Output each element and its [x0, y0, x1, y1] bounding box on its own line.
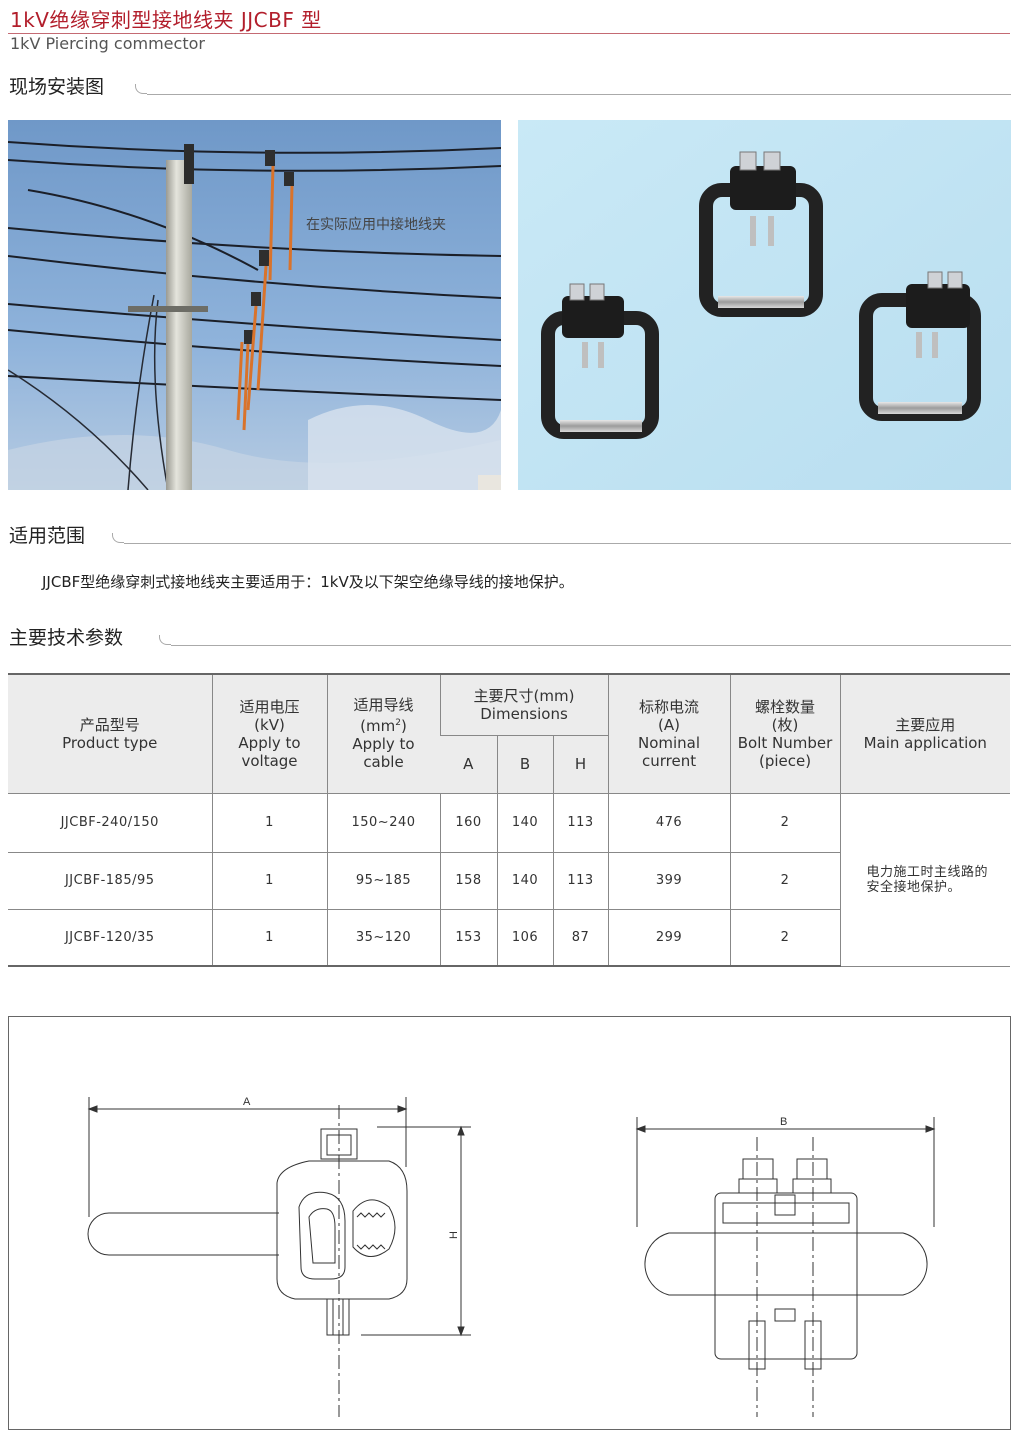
- col-header-dimensions: 主要尺寸(mm) Dimensions: [439, 673, 609, 736]
- table-row: JJCBF-240/150 1 150~240 160 140 113 476 …: [8, 793, 1011, 967]
- clamp-product-photo: [518, 120, 1011, 490]
- page-subtitle: 1kV Piercing commector: [10, 34, 205, 53]
- application-cell: 电力施工时主线路的 安全接地保护。: [839, 793, 1011, 967]
- table-row: JJCBF-120/35 1 35~120 153 106 87 299 2: [8, 909, 1010, 967]
- dimension-h-label: H: [448, 1231, 460, 1239]
- spec-table: 产品型号 Product type 适用电压 (kV) Apply to vol…: [8, 673, 1011, 967]
- section-title: 主要技术参数: [9, 627, 124, 649]
- section-heading-params: 主要技术参数: [9, 623, 1011, 649]
- heading-rule: [124, 543, 1011, 544]
- col-header-dim-b: B: [496, 735, 553, 794]
- dimension-b-label: B: [780, 1116, 787, 1128]
- installation-photo: 在实际应用中接地线夹: [8, 120, 501, 490]
- col-header-dim-a: A: [440, 735, 497, 794]
- title-divider: [8, 33, 1010, 34]
- heading-hook: [135, 84, 147, 94]
- heading-rule: [171, 645, 1011, 646]
- heading-rule: [147, 94, 1011, 95]
- col-header-cable: 适用导线 (mm2) Apply to cable: [326, 673, 440, 794]
- clamp-dimension-drawing: A H B: [87, 1096, 936, 1417]
- page-title: 1kV绝缘穿刺型接地线夹 JJCBF 型: [10, 8, 322, 32]
- col-header-bolts: 螺栓数量 (枚) Bolt Number (piece): [729, 673, 841, 794]
- col-header-application: 主要应用 Main application: [839, 673, 1011, 794]
- product-photo: [518, 120, 1011, 490]
- col-header-product-type: 产品型号 Product type: [8, 673, 212, 794]
- heading-hook: [112, 533, 124, 543]
- technical-drawing: A H B: [8, 1016, 1011, 1430]
- col-header-voltage: 适用电压 (kV) Apply to voltage: [211, 673, 327, 794]
- dimension-a-label: A: [243, 1096, 251, 1108]
- photo-caption: 在实际应用中接地线夹: [306, 217, 446, 233]
- section-heading-scope: 适用范围: [9, 521, 1011, 547]
- table-row: JJCBF-185/95 1 95~185 158 140 113 399 2: [8, 852, 1010, 910]
- scope-description: JJCBF型绝缘穿刺式接地线夹主要适用于：1kV及以下架空绝缘导线的接地保护。: [42, 573, 574, 591]
- heading-hook: [159, 635, 171, 645]
- col-header-current: 标称电流 (A) Nominal current: [607, 673, 731, 794]
- col-header-dim-h: H: [552, 735, 609, 794]
- utility-pole-photo: [8, 120, 501, 490]
- section-title: 适用范围: [9, 525, 86, 547]
- section-title: 现场安装图: [9, 76, 105, 98]
- section-heading-install: 现场安装图: [9, 72, 1011, 98]
